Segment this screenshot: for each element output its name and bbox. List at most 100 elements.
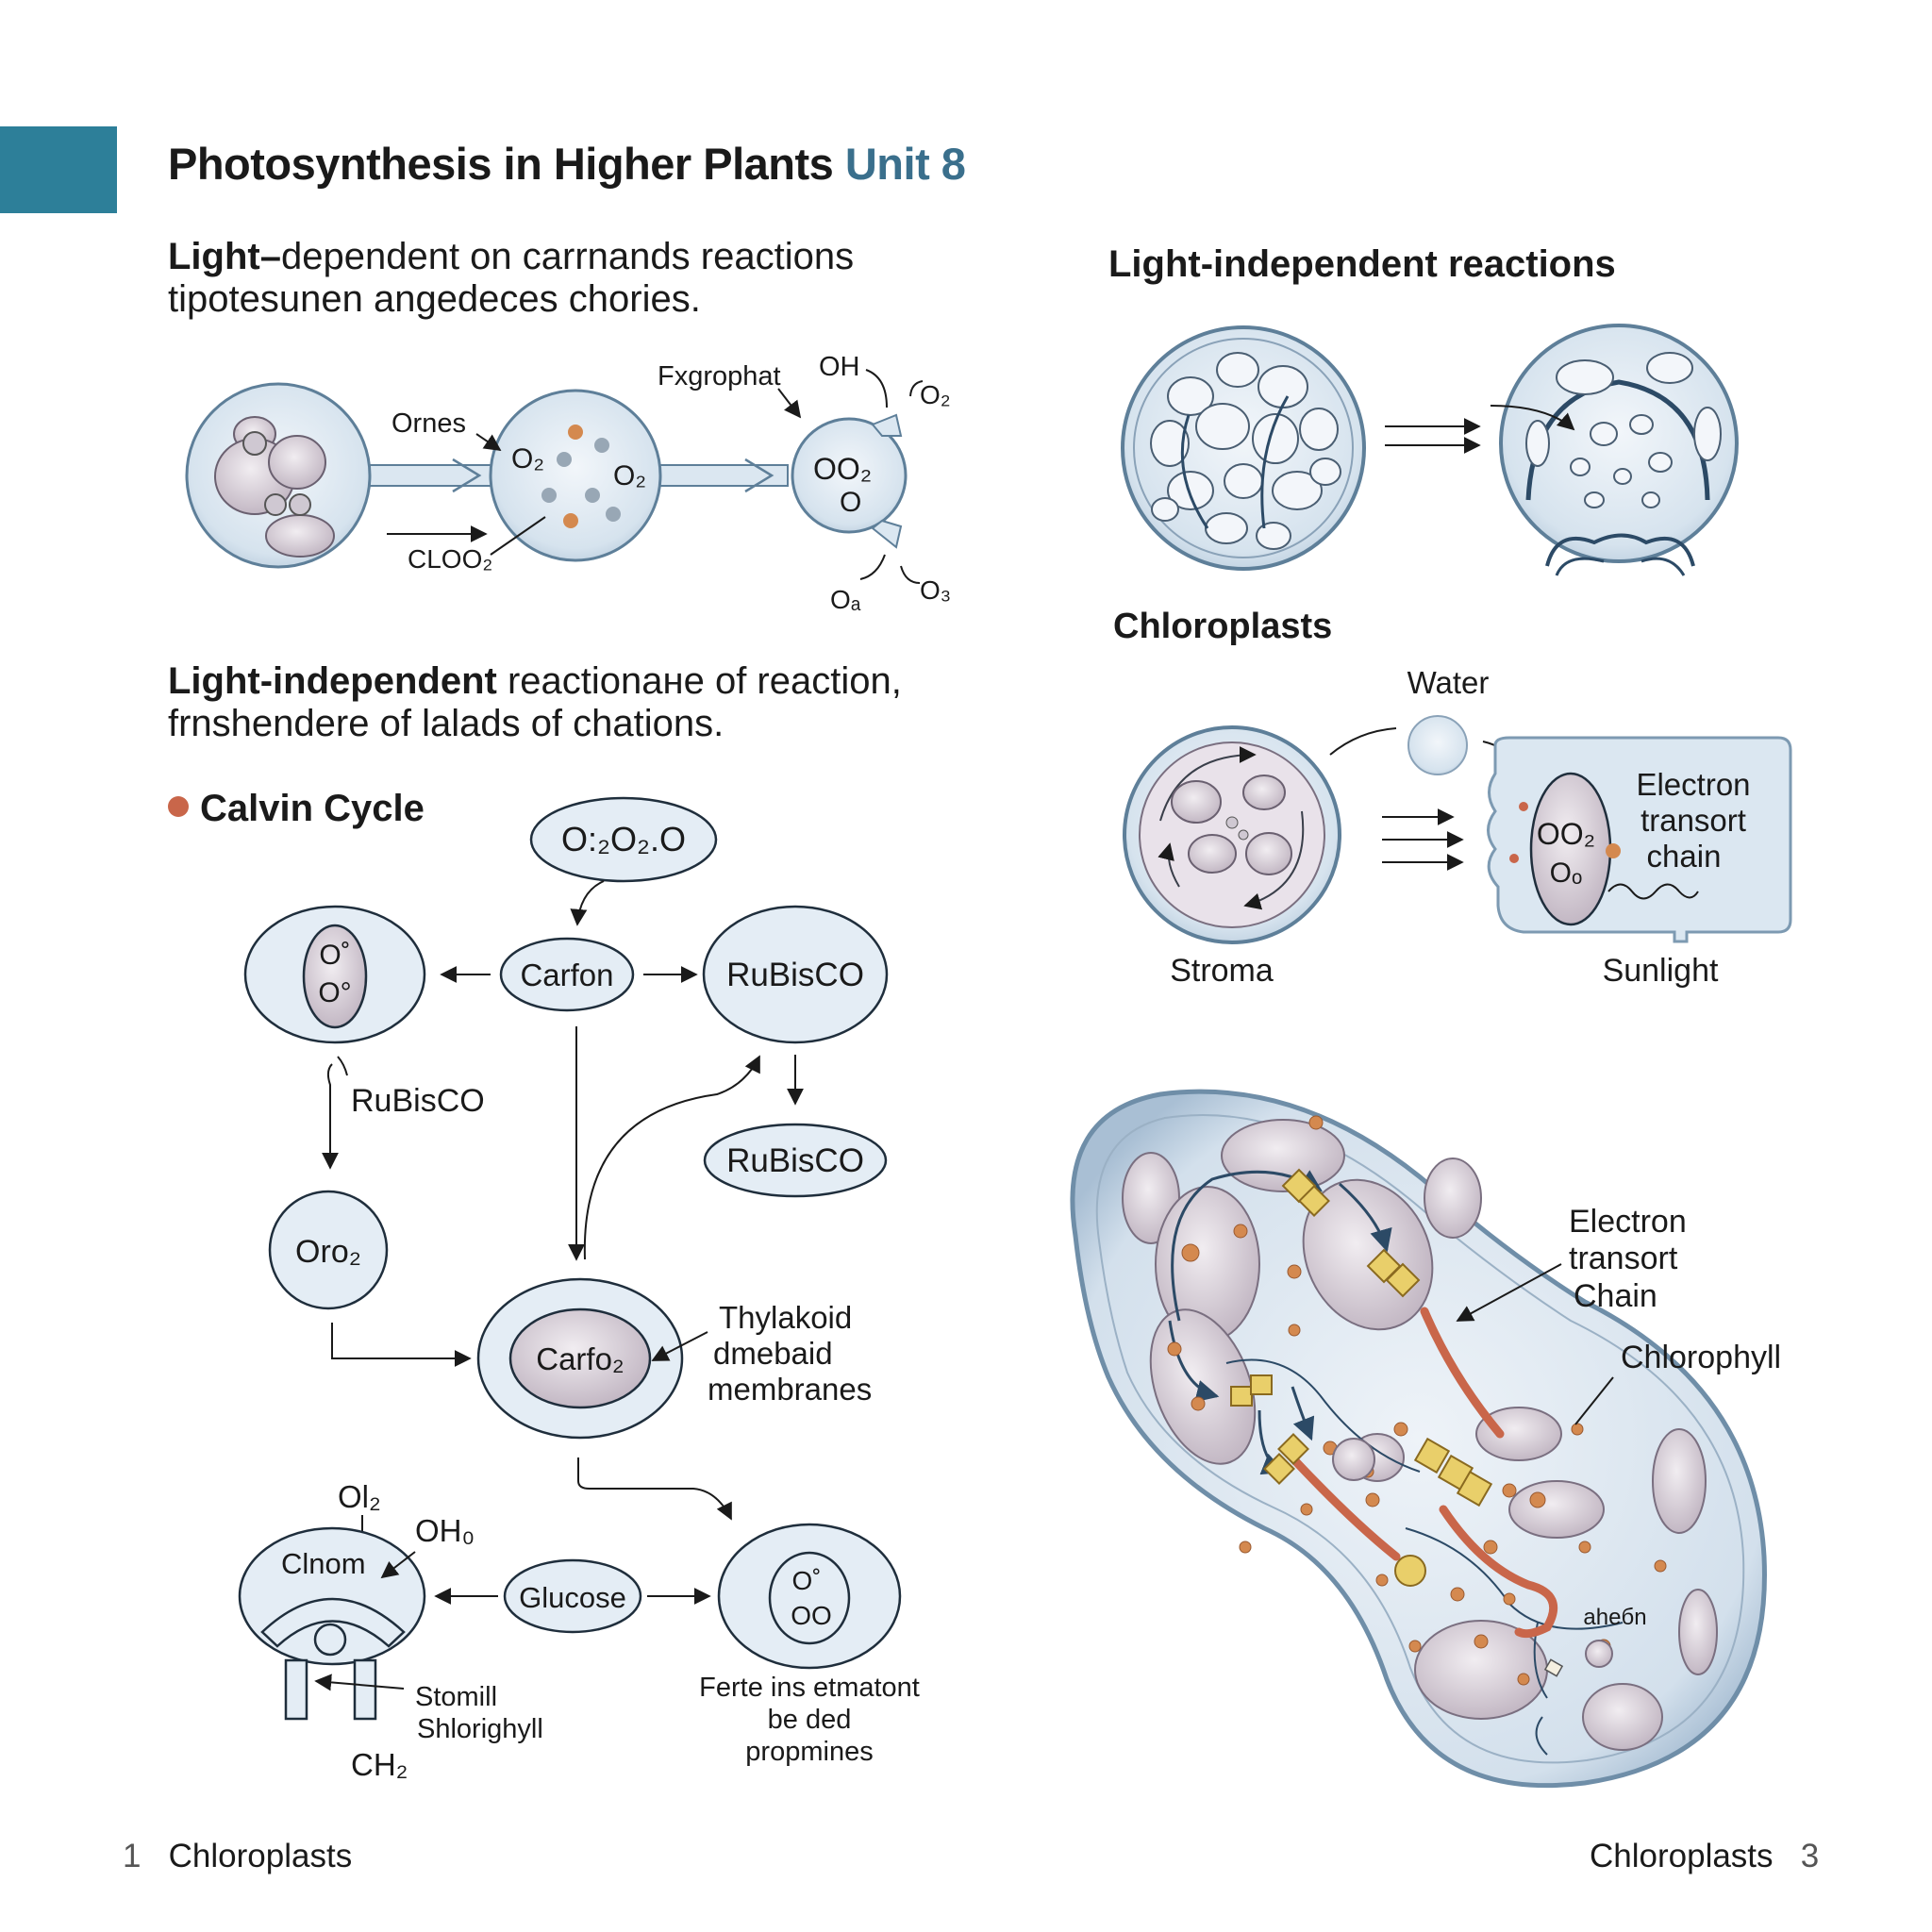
glucose-label: Glucose xyxy=(519,1581,626,1614)
bond-line xyxy=(909,380,924,397)
carfo2-organelle xyxy=(508,1307,652,1409)
left-node-label-1: O˚ xyxy=(319,940,350,971)
label-orgnes: Ornes xyxy=(391,408,466,439)
clnom-label: Clnom xyxy=(281,1547,366,1580)
pointer-line xyxy=(1329,727,1397,756)
right-node-inner xyxy=(768,1551,851,1645)
section1-line2: tipotesunen angedeces chories. xyxy=(168,278,701,320)
calvin-title: Calvin Cycle xyxy=(200,788,425,829)
footer-left: 1 Chloroplasts xyxy=(123,1838,352,1875)
label-oh: OH xyxy=(819,352,860,382)
label-fxgrophat: Fxgrophat xyxy=(658,361,781,391)
connector-tube xyxy=(358,464,496,487)
label-clo2: CLOO₂ xyxy=(408,544,492,574)
pointer-line xyxy=(337,1056,348,1076)
molecule-dot xyxy=(606,507,621,522)
right-middle-diagram: Water OO₂ Oₒ Electron transort chain Str… xyxy=(1123,665,1792,989)
oro2-label: Oro₂ xyxy=(295,1234,361,1270)
arrow xyxy=(570,880,605,926)
etc-o-label: Oₒ xyxy=(1550,858,1583,889)
thylakoid-label-3: membranes xyxy=(708,1372,872,1407)
tube-arrow-icon xyxy=(452,458,482,493)
pointer-arrow xyxy=(1456,1263,1562,1322)
arc-shape xyxy=(260,1597,406,1648)
footer-left-label: Chloroplasts xyxy=(168,1838,353,1874)
granule xyxy=(289,493,311,516)
bond-line xyxy=(865,369,888,408)
rubisco-side-label: RuBisCO xyxy=(351,1083,485,1119)
granule xyxy=(264,493,287,516)
label-oo2: OO₂ xyxy=(813,452,872,486)
wave-line xyxy=(1607,883,1699,900)
label-o2-a: O₂ xyxy=(511,443,544,475)
molecule-dot xyxy=(594,438,609,453)
right-node-label-1: O˚ xyxy=(791,1566,821,1595)
label-o2-right: O₂ xyxy=(920,380,951,409)
arrow xyxy=(651,1331,708,1361)
granule xyxy=(1332,1438,1375,1481)
molecule-dot xyxy=(563,513,578,528)
glucose-node xyxy=(503,1558,642,1634)
thylakoid-line xyxy=(1180,414,1209,529)
molecule-dot xyxy=(585,488,600,503)
thylakoid-stacks xyxy=(1122,1119,1718,1751)
left-node-organelle xyxy=(302,924,368,1029)
carfon-node xyxy=(499,937,635,1012)
arrow xyxy=(577,1457,732,1521)
right-heading: Light-independent reactions xyxy=(1108,243,1616,285)
membrane-line xyxy=(1225,1358,1421,1473)
arrow xyxy=(380,1551,416,1579)
label-o: O xyxy=(840,487,861,518)
arrow xyxy=(777,388,802,419)
calvin-cycle-diagram: O:₂O₂.O O˚ O° Carfon RuBisCO RuBisCO RuB… xyxy=(238,796,920,1782)
cycle-arrow xyxy=(1243,810,1305,910)
chloroplasts-heading: Chloroplasts xyxy=(1113,607,1333,646)
carfon-label: Carfon xyxy=(520,958,613,992)
flow-arrow xyxy=(1171,1170,1324,1322)
protein-complexes xyxy=(1230,1168,1493,1507)
tube-arrow-icon xyxy=(744,458,774,493)
label-o3: O₃ xyxy=(920,575,951,605)
thylakoid-label-2: dmebaid xyxy=(713,1336,833,1371)
electron-carrier xyxy=(1420,1307,1505,1439)
right-node-label-2: OO xyxy=(791,1601,832,1630)
title-text: Photosynthesis in Higher Plants xyxy=(168,139,834,189)
molecule-dot xyxy=(1519,802,1528,811)
footer-right: Chloroplasts 3 xyxy=(1590,1838,1819,1875)
stroma-granules xyxy=(1167,1115,1667,1686)
section1-bold: Light– xyxy=(168,236,281,277)
unit-label: Unit 8 xyxy=(844,139,966,189)
left-node-label-2: O° xyxy=(318,977,351,1008)
sunlight-label: Sunlight xyxy=(1603,953,1719,989)
granule xyxy=(1585,1640,1613,1668)
shlorighyll-label: Shlorighyll xyxy=(417,1714,543,1744)
footer-right-label: Chloroplasts xyxy=(1590,1838,1774,1874)
section2-rest: reactionaне of reaction, xyxy=(496,660,902,702)
top-node-label: O:₂O₂.O xyxy=(561,820,686,858)
membrane-line xyxy=(1535,1716,1548,1756)
stomill-label: Stomill xyxy=(415,1682,497,1712)
cell-nub xyxy=(871,519,903,549)
thylakoid-line xyxy=(1260,395,1290,529)
water-label: Water xyxy=(1407,665,1490,700)
rubisco-pill xyxy=(703,1123,888,1198)
arrow xyxy=(322,1063,339,1170)
right-top-cells xyxy=(1121,324,1739,576)
flow-arrow xyxy=(1339,1182,1392,1253)
granule xyxy=(242,431,267,456)
molecule-dot xyxy=(541,488,557,503)
water-droplet xyxy=(1407,715,1468,775)
label-o2-b: O₂ xyxy=(613,460,646,491)
pointer-line xyxy=(490,516,546,556)
stroma-blobs xyxy=(1171,774,1292,875)
ol2-label: Ol₂ xyxy=(338,1479,381,1514)
chlorophyll-label: Chlorophyll xyxy=(1621,1340,1781,1375)
oro2-node xyxy=(268,1190,389,1310)
rubisco-pill-label: RuBisCO xyxy=(726,1142,864,1179)
molecule-dot xyxy=(557,452,572,467)
stroma-label: Stroma xyxy=(1170,953,1274,989)
arrow xyxy=(331,1323,472,1367)
rubisco-node-label: RuBisCO xyxy=(726,957,864,993)
calvin-cycle-heading: Calvin Cycle xyxy=(168,788,425,830)
